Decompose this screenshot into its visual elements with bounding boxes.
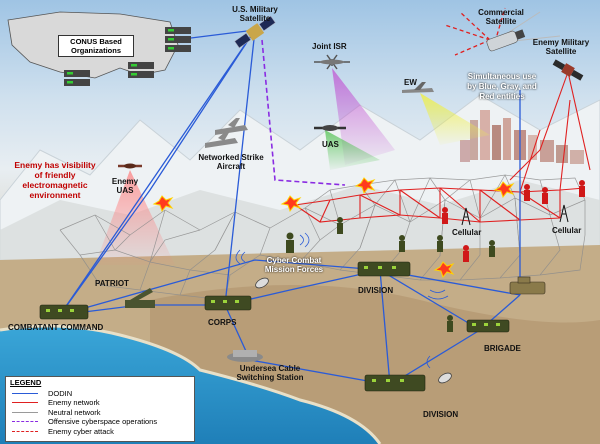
us-satellite-label: U.S. Military Satellite (232, 5, 278, 23)
strike-aircraft-icon (205, 118, 248, 148)
enemy-uas-beam (95, 170, 175, 265)
legend-swatch (12, 392, 38, 394)
legend-label: Enemy network (48, 398, 100, 407)
undersea-station-icon (227, 350, 263, 362)
enemy-soldier-icon (442, 180, 585, 262)
corps-label: CORPS (208, 318, 237, 327)
combatant-command-label: COMBATANT COMMAND (8, 323, 104, 332)
joint-isr-label: Joint ISR (312, 42, 347, 51)
cellular-label-2: Cellular (552, 226, 582, 235)
coastline (0, 324, 382, 444)
command-post-windows (46, 266, 500, 382)
legend-label: Enemy cyber attack (48, 426, 114, 436)
commercial-satellite-icon (486, 29, 526, 52)
enemy-visibility-label: Enemy has visibility of friendly electro… (14, 160, 96, 200)
legend: LEGEND DODIN Enemy network Neutral netwo… (5, 376, 195, 442)
legend-swatch (12, 430, 38, 432)
server-icon (64, 27, 191, 86)
cellular-label-1: Cellular (452, 228, 482, 237)
legend-item-enemy-network: Enemy network (6, 398, 194, 408)
networked-strike-label: Networked Strike Aircraft (198, 153, 264, 171)
explosion-icon (152, 177, 515, 279)
conus-label: CONUS Based Organizations (58, 35, 134, 57)
division-label-1: DIVISION (358, 286, 394, 295)
joint-isr-aircraft-icon (314, 54, 350, 70)
armored-vehicle-icon (509, 276, 546, 295)
simultaneous-use-label: Simultaneous use by Blue, Gray, and Red … (467, 72, 537, 101)
enemy-satellite-label: Enemy Military Satellite (532, 38, 590, 56)
legend-label: Neutral network (48, 407, 101, 417)
ew-label: EW (404, 78, 417, 87)
cellular-tower-icon (461, 204, 569, 226)
friendly-soldier-icon (286, 217, 495, 332)
brigade-label: BRIGADE (484, 344, 521, 353)
uas-label: UAS (322, 140, 339, 149)
enemy-uas-label: Enemy UAS (111, 177, 139, 195)
joint-isr-beam (332, 68, 395, 165)
ew-beam (420, 93, 490, 145)
commercial-satellite-label: Commercial Satellite (478, 8, 524, 26)
legend-label: Offensive cyberspace operations (48, 417, 158, 426)
legend-item-offensive-cyber: Offensive cyberspace operations (6, 417, 194, 427)
legend-swatch (12, 402, 38, 404)
offensive-cyber-link (261, 39, 346, 186)
undersea-station-label: Undersea Cable Switching Station (236, 364, 304, 382)
patriot-launcher-icon (125, 288, 155, 308)
enemy-cyber-attack-arrows (444, 7, 506, 56)
division-label-2: DIVISION (423, 410, 459, 419)
enemy-satellite-icon (552, 59, 584, 81)
cyber-forces-label: Cyber Combat Mission Forces (264, 256, 324, 274)
legend-item-dodin: DODIN (6, 389, 194, 399)
legend-item-neutral-network: Neutral network (6, 408, 194, 418)
legend-title: LEGEND (10, 378, 42, 387)
command-post-icon (39, 261, 510, 392)
uas-beam (325, 130, 380, 170)
radio-wave-icon (235, 232, 449, 369)
legend-label: DODIN (48, 388, 73, 398)
patriot-label: PATRIOT (95, 279, 129, 288)
legend-item-enemy-cyber-attack: Enemy cyber attack (6, 427, 194, 437)
satellite-dish-icon (255, 277, 452, 384)
enemy-uas-icon (118, 163, 142, 169)
us-satellite-icon (234, 15, 276, 49)
ew-aircraft-icon (402, 82, 434, 93)
legend-swatch (12, 421, 38, 423)
legend-swatch (12, 411, 38, 413)
uas-aircraft-icon (314, 125, 346, 131)
enemy-sat-links (509, 71, 591, 181)
